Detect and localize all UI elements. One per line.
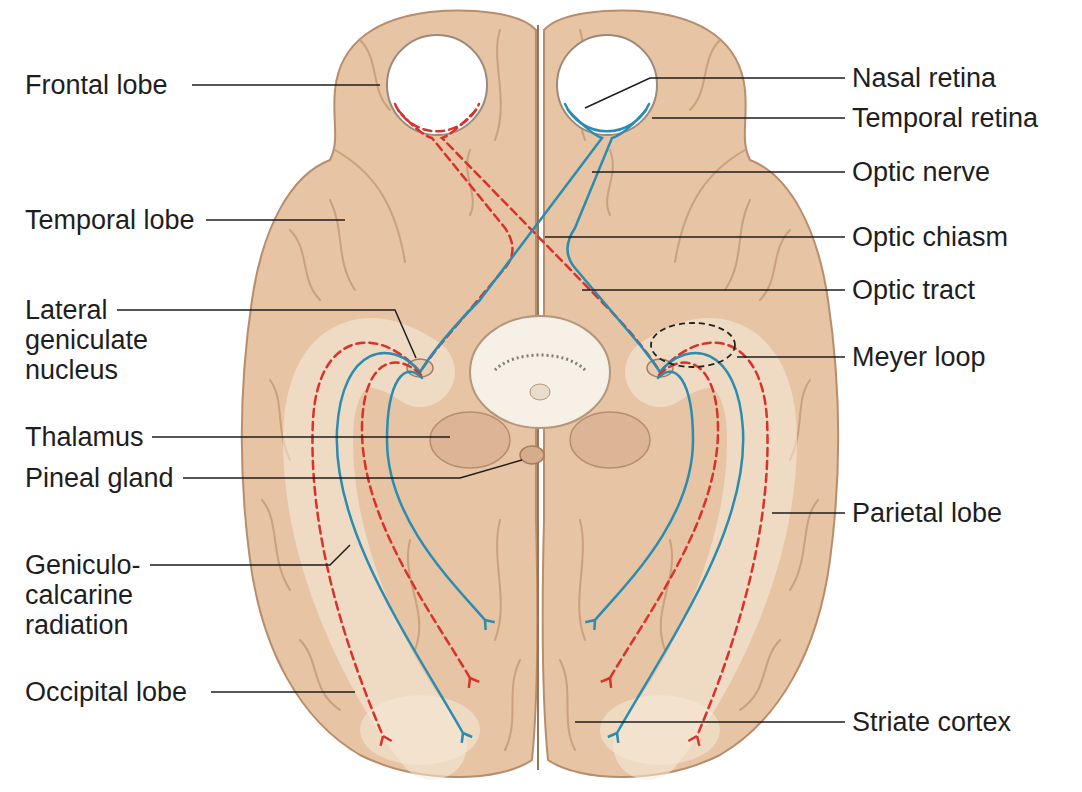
leader-line: [183, 460, 522, 478]
geniculocalcarine-radiation: [595, 343, 768, 736]
sulcus: [408, 540, 419, 650]
leader-line: [737, 356, 845, 358]
aqueduct: [530, 384, 550, 400]
structure-label: Occipital lobe: [25, 677, 187, 707]
pineal-gland: [520, 446, 544, 464]
structure-label: Striate cortex: [852, 707, 1011, 737]
retina: [395, 104, 479, 131]
white-matter-band: [318, 353, 432, 745]
leader-line: [772, 512, 845, 514]
optic-fiber: [442, 110, 660, 372]
leader-line: [575, 721, 845, 723]
sulcus: [330, 200, 355, 290]
retina: [565, 104, 649, 131]
structure-label: Temporal lobe: [25, 205, 195, 235]
leader-lines: [117, 78, 845, 722]
eye: [557, 35, 657, 135]
optic-fiber: [568, 110, 661, 372]
sulcus: [495, 30, 501, 140]
structure-label: Optic chiasm: [852, 222, 1008, 252]
radiation-fiber: [312, 343, 420, 736]
leader-line: [150, 545, 350, 565]
leader-line: [592, 171, 845, 173]
structure-label: Thalamus: [25, 422, 144, 452]
radiation-fiber: [387, 372, 485, 620]
radiation-fiber: [337, 353, 463, 733]
structure-label: Optic nerve: [852, 157, 990, 187]
leader-line: [545, 236, 845, 238]
leader-line: [206, 219, 345, 221]
visual-pathway: [395, 104, 660, 372]
optic-fiber: [398, 110, 513, 372]
sulcus: [360, 40, 390, 110]
substantia-nigra: [495, 355, 585, 370]
leader-line: [585, 78, 845, 108]
leader-line: [211, 691, 355, 693]
sulcus: [505, 660, 520, 750]
structure-label: Geniculo- calcarine radiation: [25, 550, 170, 640]
thalamus: [430, 412, 510, 468]
leader-line: [192, 84, 380, 86]
sulcus: [290, 230, 320, 300]
structure-label: Optic tract: [852, 275, 975, 305]
structure-label: Temporal retina: [852, 103, 1038, 133]
structure-label: Nasal retina: [852, 63, 996, 93]
structure-label: Pineal gland: [25, 463, 174, 493]
sulcus: [495, 520, 501, 640]
eye: [387, 35, 487, 135]
geniculocalcarine-radiation: [312, 343, 485, 736]
sulcus: [262, 500, 290, 590]
leader-line: [582, 289, 845, 291]
structure-label: Lateral geniculate nucleus: [25, 295, 170, 385]
optic-fiber: [420, 110, 602, 372]
lateral-sulcus: [335, 150, 405, 262]
structure-label: Frontal lobe: [25, 70, 168, 100]
meyer-loop-outline: [651, 323, 735, 367]
structure-label: Parietal lobe: [852, 498, 1002, 528]
leader-line: [652, 117, 845, 119]
structure-label: Meyer loop: [852, 342, 986, 372]
sulcus: [467, 150, 473, 215]
leader-line: [117, 310, 416, 358]
radiation-fiber: [362, 363, 470, 678]
brainstem-section: [470, 316, 610, 428]
leader-line: [152, 436, 450, 438]
